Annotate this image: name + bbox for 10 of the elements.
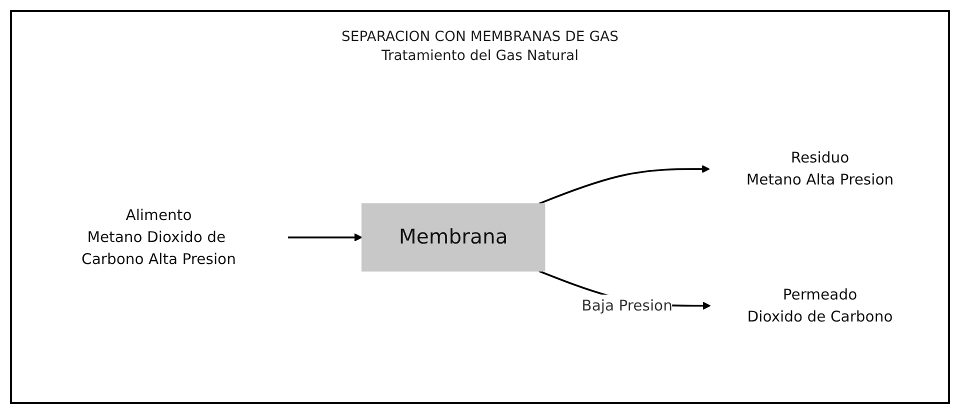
diagram-frame: SEPARACION CON MEMBRANAS DE GAS Tratamiento del Gas Natural Baja Presion Alimento Metano Dioxido de Carbono Alta Presion Membrana Residuo Metano Alta Presion Permeado Dioxido de Carbono <box>10 10 950 404</box>
arrow <box>538 164 710 204</box>
diagram-title: SEPARACION CON MEMBRANAS DE GAS <box>341 29 619 45</box>
arrow <box>288 232 362 242</box>
node-text: Residuo Metano Alta Presion <box>746 148 894 188</box>
node-text: Alimento Metano Dioxido de Carbono Alta Presion <box>81 206 236 268</box>
node-box <box>361 202 546 272</box>
node-text: Permeado Dioxido de Carbono <box>747 285 893 325</box>
edge-label: Baja Presion <box>582 296 672 314</box>
subtitle-text: Tratamiento del Gas Natural <box>381 48 579 64</box>
